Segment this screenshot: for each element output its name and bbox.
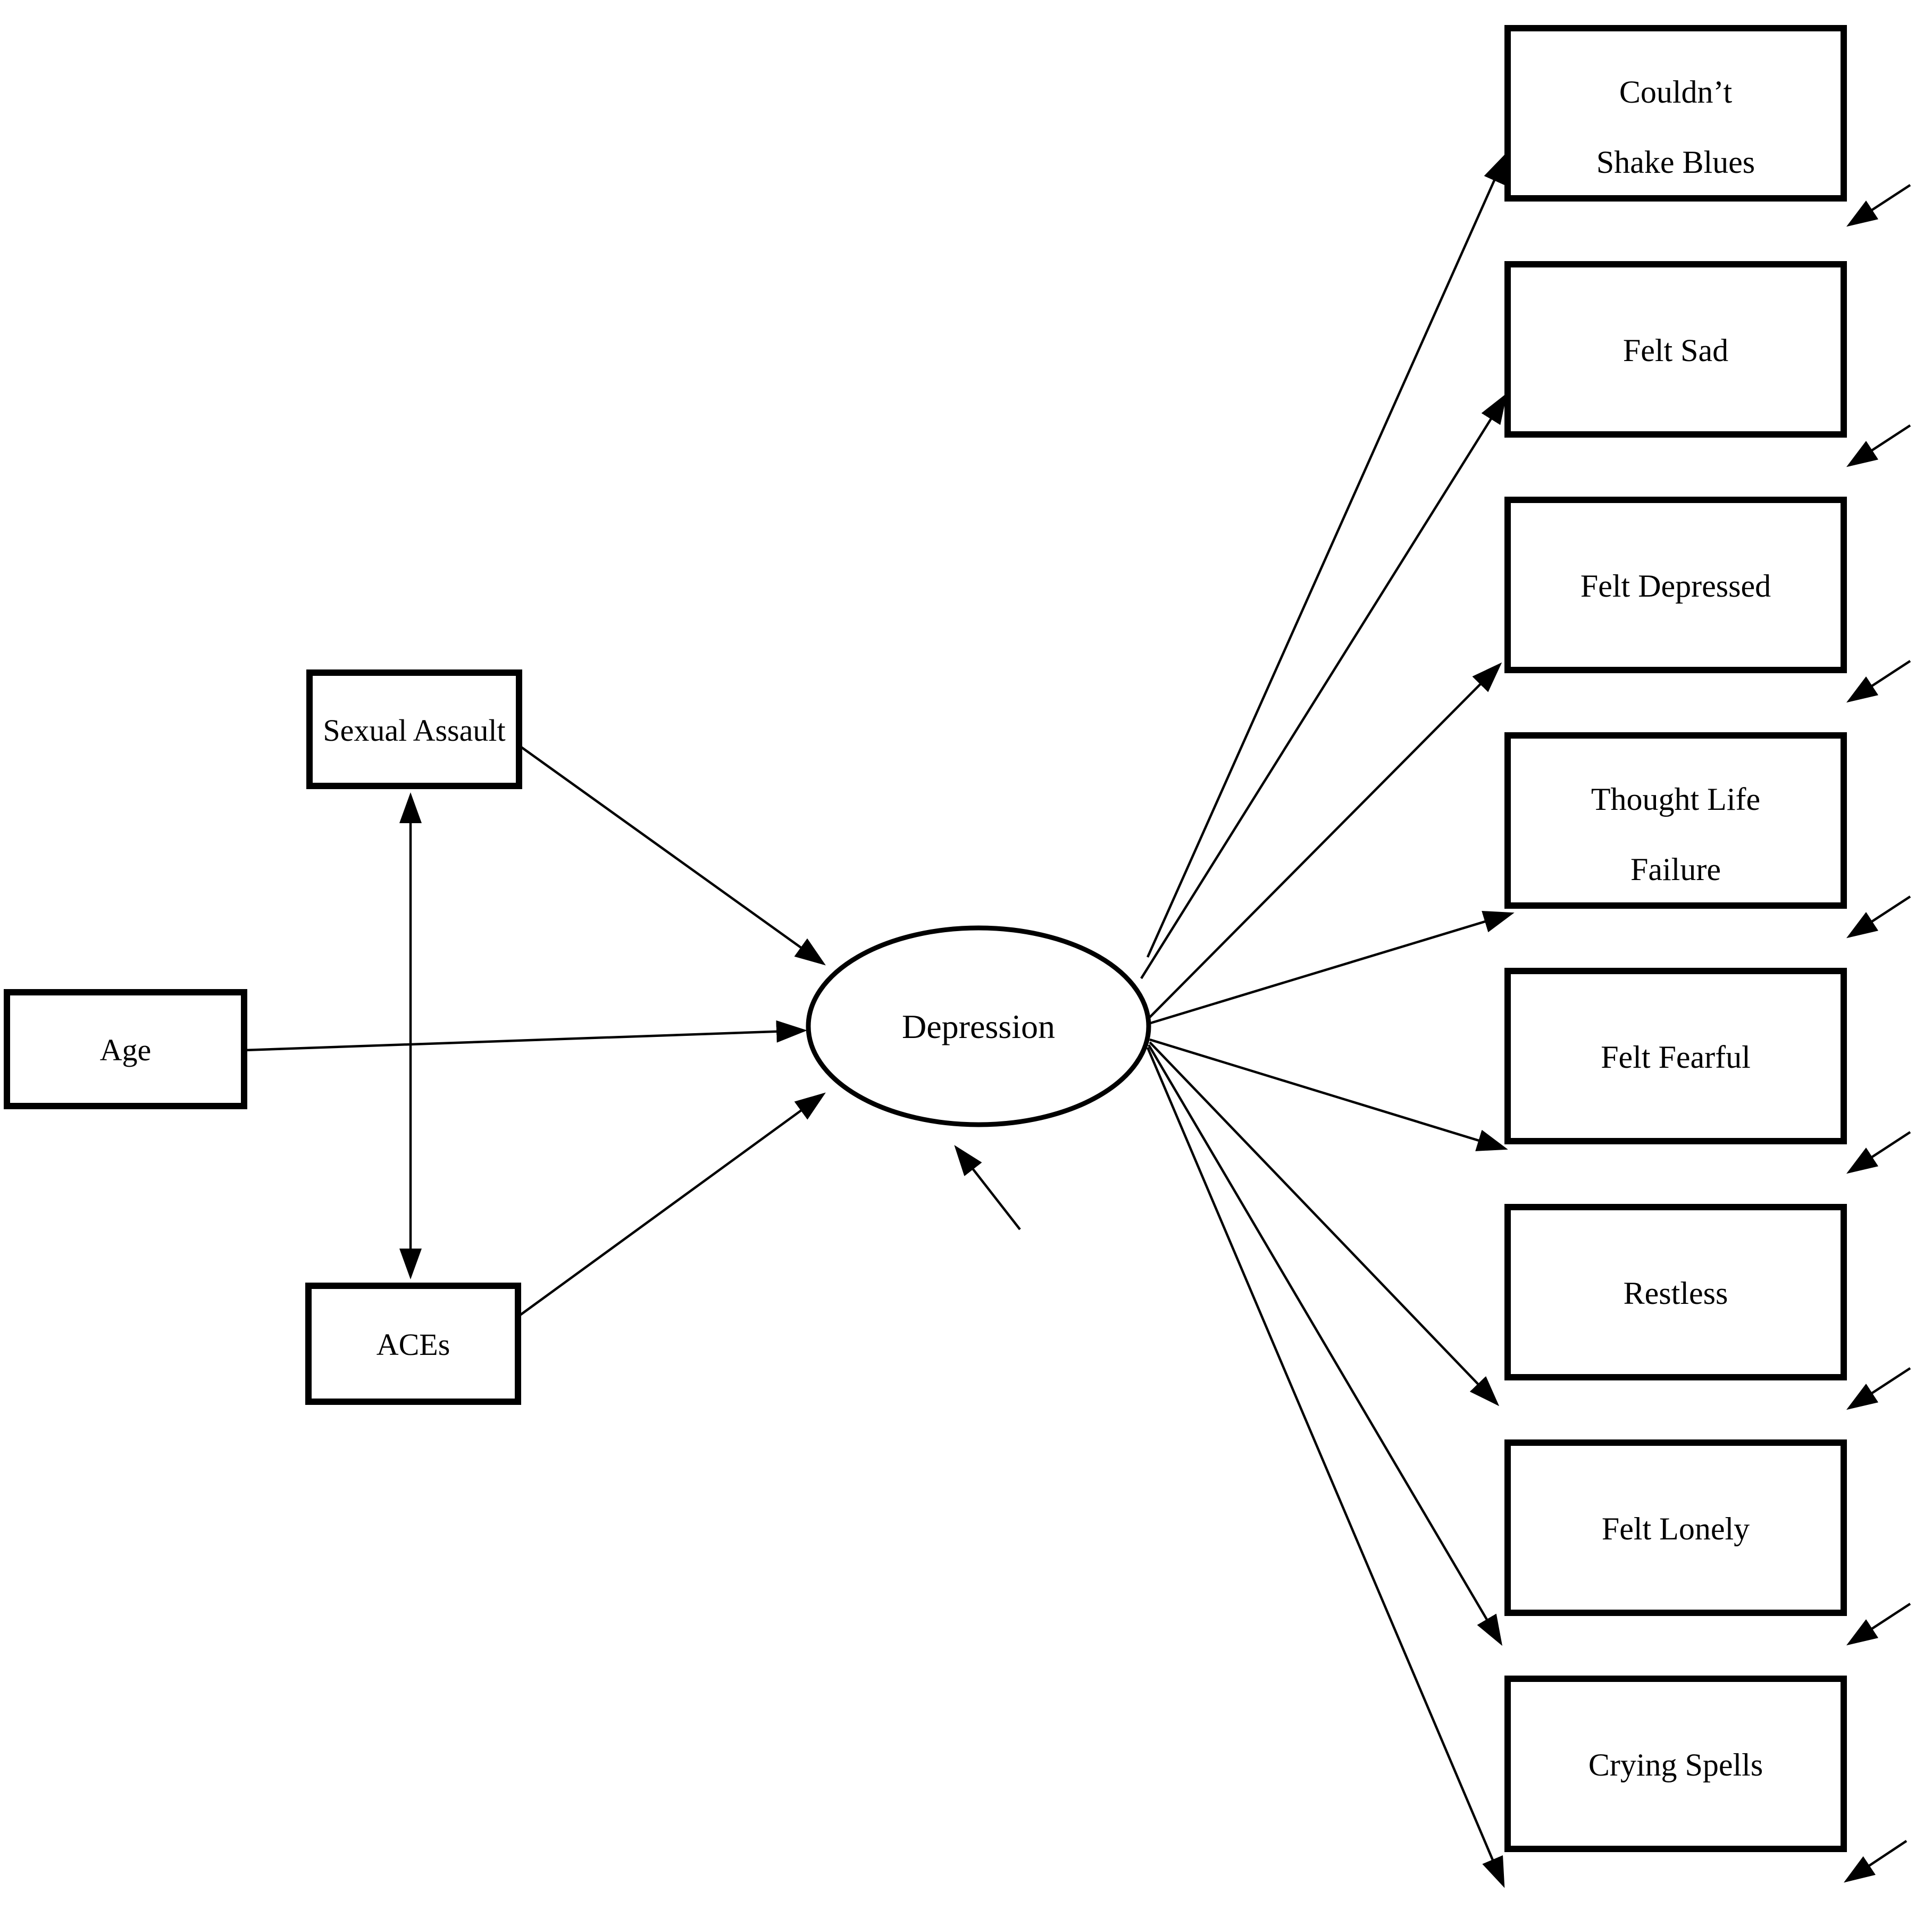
residual-arrow-couldnt-shake-blues [1846, 184, 1911, 227]
loading-arrow-felt-sad [1140, 392, 1508, 979]
node-felt-lonely: Felt Lonely [1504, 1439, 1847, 1616]
felt-lonely-box [1504, 1439, 1847, 1616]
felt-fearful-label: Felt Fearful [1601, 1040, 1751, 1075]
residual-arrow-restless [1846, 1367, 1911, 1410]
couldnt-shake-blues-label-line2: Shake Blues [1596, 145, 1755, 180]
residual-arrow-felt-depressed [1846, 660, 1911, 703]
depression-label: Depression [902, 1008, 1055, 1045]
node-couldnt-shake-blues: Couldn’t Shake Blues [1504, 25, 1847, 202]
felt-depressed-label: Felt Depressed [1580, 568, 1771, 604]
felt-sad-box [1504, 261, 1847, 438]
thought-life-failure-label-line1: Thought Life [1591, 782, 1760, 817]
thought-life-failure-label-line2: Failure [1630, 852, 1721, 887]
node-aces: ACEs [305, 1283, 521, 1405]
loading-arrow-couldnt-shake-blues [1146, 152, 1507, 958]
node-crying-spells: Crying Spells [1504, 1676, 1847, 1852]
crying-spells-box [1504, 1676, 1847, 1852]
residual-arrow-felt-fearful [1846, 1131, 1911, 1174]
felt-lonely-label: Felt Lonely [1602, 1511, 1750, 1546]
thought-life-failure-box [1504, 732, 1847, 909]
crying-spells-label: Crying Spells [1588, 1747, 1763, 1782]
loading-arrow-felt-lonely [1148, 1044, 1503, 1646]
loading-arrow-felt-depressed [1148, 662, 1502, 1019]
node-felt-fearful: Felt Fearful [1504, 968, 1847, 1144]
felt-fearful-box [1504, 968, 1847, 1144]
restless-label: Restless [1624, 1276, 1728, 1311]
felt-depressed-box [1504, 497, 1847, 673]
path-arrow-aces-to-depression [517, 1092, 826, 1318]
felt-sad-label: Felt Sad [1623, 333, 1728, 368]
residual-arrow-crying-spells [1844, 1840, 1908, 1883]
couldnt-shake-blues-box [1504, 25, 1847, 202]
loading-arrow-thought-life-failure [1148, 911, 1515, 1025]
node-thought-life-failure: Thought Life Failure [1504, 732, 1847, 909]
node-felt-sad: Felt Sad [1504, 261, 1847, 438]
node-age: Age [4, 989, 247, 1109]
residual-arrow-felt-sad [1846, 424, 1911, 467]
loading-arrow-restless [1149, 1041, 1500, 1406]
age-label: Age [100, 1033, 152, 1067]
age-box [4, 989, 247, 1109]
path-arrow-sexual-assault-to-depression [518, 744, 826, 966]
sexual-assault-label: Sexual Assault [323, 713, 505, 748]
node-depression-latent: Depression [806, 925, 1151, 1127]
loading-arrow-crying-spells [1146, 1047, 1505, 1888]
node-sexual-assault: Sexual Assault [306, 669, 522, 789]
node-felt-depressed: Felt Depressed [1504, 497, 1847, 673]
loading-arrow-felt-fearful [1149, 1038, 1508, 1151]
couldnt-shake-blues-label-line1: Couldn’t [1619, 74, 1733, 110]
node-restless: Restless [1504, 1204, 1847, 1380]
residual-arrow-thought-life-failure [1846, 895, 1911, 939]
sexual-assault-box [306, 669, 522, 789]
disturbance-arrow-depression [954, 1145, 1021, 1230]
aces-box [305, 1283, 521, 1405]
aces-label: ACEs [377, 1327, 450, 1362]
restless-box [1504, 1204, 1847, 1380]
path-arrow-age-to-depression [243, 1020, 807, 1052]
residual-arrow-felt-lonely [1846, 1603, 1911, 1646]
depression-ellipse [806, 925, 1151, 1127]
